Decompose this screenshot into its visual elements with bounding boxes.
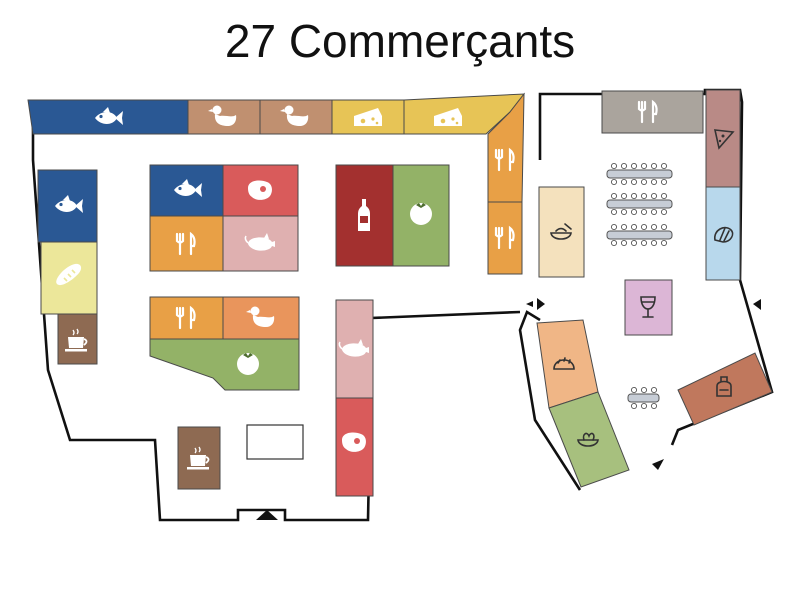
stall-fish-left[interactable]	[37, 169, 98, 243]
stall-coffee-lower[interactable]	[177, 426, 221, 490]
stall-fish-top[interactable]	[27, 99, 189, 135]
entrance-arrow-middle-right[interactable]	[537, 298, 545, 310]
tomato-icon	[410, 203, 432, 225]
page-title: 27 Commerçants	[224, 15, 576, 67]
stall-butcher-column[interactable]	[335, 397, 374, 497]
stall-wine[interactable]	[335, 164, 394, 267]
entrance-arrow-right[interactable]	[753, 299, 761, 310]
stall-rice-bowl[interactable]	[538, 186, 585, 278]
stall-cheese-2[interactable]	[403, 93, 526, 135]
stall-pork-column[interactable]	[335, 299, 374, 399]
dining-table-3	[606, 223, 673, 247]
dining-table-small	[627, 386, 660, 410]
left-hall-wall	[31, 100, 521, 522]
stall-poultry-1[interactable]	[187, 99, 261, 135]
stall-fish-center[interactable]	[149, 164, 224, 217]
stall-butcher-center[interactable]	[222, 164, 299, 217]
stall-pork-center[interactable]	[222, 215, 299, 272]
stall-seafood[interactable]	[705, 186, 741, 281]
stall-sauce[interactable]	[677, 352, 773, 426]
stall-wine-bar[interactable]	[624, 279, 673, 336]
stall-restaurant-lower[interactable]	[149, 296, 224, 340]
stall-pizza[interactable]	[705, 89, 741, 188]
stall-bakery[interactable]	[40, 241, 98, 315]
stall-vegetables-center[interactable]	[392, 164, 450, 267]
stall-coffee-left[interactable]	[57, 313, 98, 365]
stall-poultry-2[interactable]	[259, 99, 333, 135]
tomato-icon	[237, 353, 259, 375]
entrance-arrow-bottom[interactable]	[256, 510, 278, 520]
stall-restaurant-center[interactable]	[149, 215, 224, 272]
stall-salad[interactable]	[548, 391, 630, 488]
right-hall-lower-wall	[518, 310, 582, 491]
entrance-arrow-lower-right[interactable]	[652, 459, 664, 470]
stall-restaurant-right-2[interactable]	[487, 201, 523, 275]
entrance-arrow-middle-left[interactable]	[526, 301, 533, 307]
dining-table-2	[606, 192, 673, 216]
dining-table-1	[606, 162, 673, 186]
empty-stall[interactable]	[246, 424, 304, 460]
stall-cheese-1[interactable]	[331, 99, 405, 135]
stall-vegetables-lower[interactable]	[149, 338, 300, 391]
stall-poultry-lower[interactable]	[222, 296, 300, 340]
stall-restaurant-hall[interactable]	[601, 90, 704, 134]
